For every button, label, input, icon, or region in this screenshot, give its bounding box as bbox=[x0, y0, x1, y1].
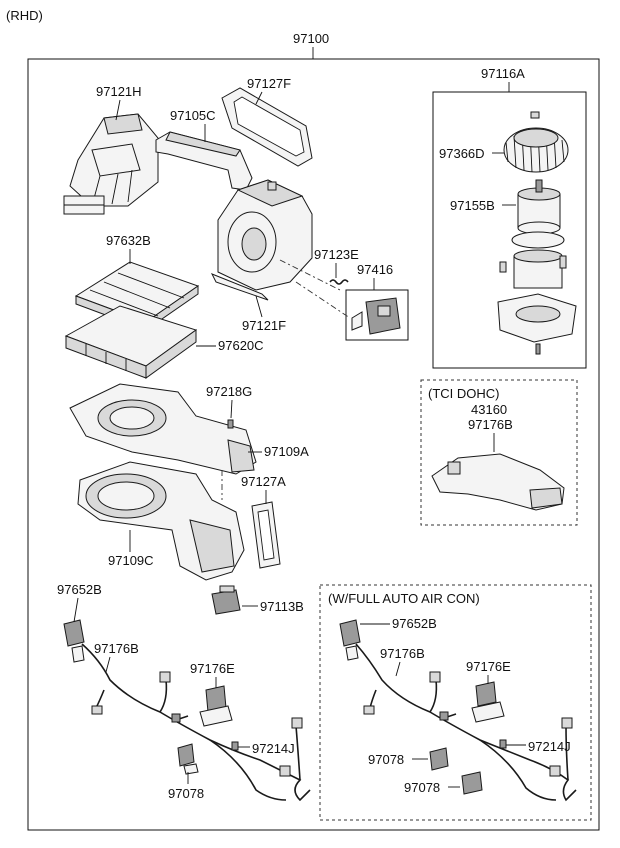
part-label-97113B[interactable]: 97113B bbox=[260, 599, 304, 614]
filter-cover-drawing bbox=[64, 305, 198, 379]
part-label-97127F[interactable]: 97127F bbox=[247, 76, 291, 91]
part-label-97121F[interactable]: 97121F bbox=[242, 318, 286, 333]
leader-97652B bbox=[73, 597, 79, 623]
part-label-97652B[interactable]: 97652B bbox=[57, 582, 102, 597]
duct-seal-drawing bbox=[155, 131, 253, 191]
assembly-centerline-actuator bbox=[279, 259, 351, 319]
tci-part-label-1[interactable]: 43160 bbox=[471, 402, 507, 417]
actuator-drawing bbox=[351, 297, 401, 335]
upper-blower-case-drawing bbox=[69, 383, 257, 475]
auto-relay-drawing-a bbox=[429, 747, 449, 771]
part-label-97176E-left[interactable]: 97176E bbox=[190, 661, 235, 676]
clip-drawing-left bbox=[231, 741, 239, 751]
tci-dohc-box bbox=[420, 379, 578, 526]
auto-wiring-drawing bbox=[339, 619, 577, 802]
part-label-97214J-left[interactable]: 97214J bbox=[252, 741, 295, 756]
part-label-97632B[interactable]: 97632B bbox=[106, 233, 151, 248]
auto-part-label-97078-b[interactable]: 97078 bbox=[404, 780, 440, 795]
auto-part-label-97176B[interactable]: 97176B bbox=[380, 646, 425, 661]
part-label-97109A[interactable]: 97109A bbox=[264, 444, 309, 459]
full-auto-air-con-box bbox=[319, 584, 592, 821]
main-frame bbox=[27, 58, 600, 831]
motor-mount-drawing bbox=[497, 231, 577, 355]
gasket-drawing bbox=[251, 501, 281, 569]
part-label-97416[interactable]: 97416 bbox=[357, 262, 393, 277]
spring-drawing bbox=[329, 279, 349, 285]
leader-97127F bbox=[255, 91, 263, 105]
auto-clip-drawing bbox=[499, 739, 507, 749]
auto-control-module-drawing bbox=[471, 681, 505, 723]
upper-case-drawing bbox=[210, 179, 313, 301]
auto-part-label-97176E[interactable]: 97176E bbox=[466, 659, 511, 674]
auto-part-label-97078-a[interactable]: 97078 bbox=[368, 752, 404, 767]
part-label-97366D[interactable]: 97366D bbox=[439, 146, 485, 161]
leader-97121H bbox=[115, 99, 121, 121]
part-label-97121H[interactable]: 97121H bbox=[96, 84, 142, 99]
part-label-97218G[interactable]: 97218G bbox=[206, 384, 252, 399]
part-label-97105C[interactable]: 97105C bbox=[170, 108, 216, 123]
blower-fan-drawing bbox=[503, 111, 569, 173]
tci-part-label-2[interactable]: 97176B bbox=[468, 417, 513, 432]
auto-part-label-97214J[interactable]: 97214J bbox=[528, 739, 571, 754]
part-label-97109C[interactable]: 97109C bbox=[108, 553, 154, 568]
screw-drawing bbox=[227, 419, 234, 429]
part-label-97078-left[interactable]: 97078 bbox=[168, 786, 204, 801]
intake-shroud-drawing bbox=[63, 113, 159, 215]
tci-duct-drawing bbox=[431, 453, 565, 511]
auto-part-label-97652B[interactable]: 97652B bbox=[392, 616, 437, 631]
auto-leader-97176B bbox=[395, 661, 401, 677]
auto-box-title[interactable]: (W/FULL AUTO AIR CON) bbox=[328, 591, 480, 606]
part-label-97127A[interactable]: 97127A bbox=[241, 474, 286, 489]
wiring-harness-drawing bbox=[63, 619, 311, 802]
part-label-97155B[interactable]: 97155B bbox=[450, 198, 495, 213]
assembly-number-label[interactable]: 97100 bbox=[293, 31, 329, 46]
blower-box-title[interactable]: 97116A bbox=[481, 66, 525, 81]
part-label-97123E[interactable]: 97123E bbox=[314, 247, 359, 262]
blower-motor-drawing bbox=[517, 179, 561, 235]
part-label-97176B-left[interactable]: 97176B bbox=[94, 641, 139, 656]
tci-box-title[interactable]: (TCI DOHC) bbox=[428, 386, 500, 401]
leader-97218G bbox=[230, 399, 233, 419]
leader-97176B-left bbox=[105, 656, 111, 673]
relay-drawing-left bbox=[177, 743, 199, 775]
resistor-drawing bbox=[211, 585, 241, 615]
lower-blower-case-drawing bbox=[77, 461, 245, 581]
blower-motor-box bbox=[432, 91, 587, 369]
rhd-label: (RHD) bbox=[6, 8, 43, 23]
auto-relay-drawing-b bbox=[461, 771, 483, 795]
leader-97121F bbox=[255, 295, 263, 318]
part-label-97620C[interactable]: 97620C bbox=[218, 338, 264, 353]
control-module-drawing bbox=[199, 685, 233, 727]
gasket-frame-drawing bbox=[221, 87, 313, 167]
